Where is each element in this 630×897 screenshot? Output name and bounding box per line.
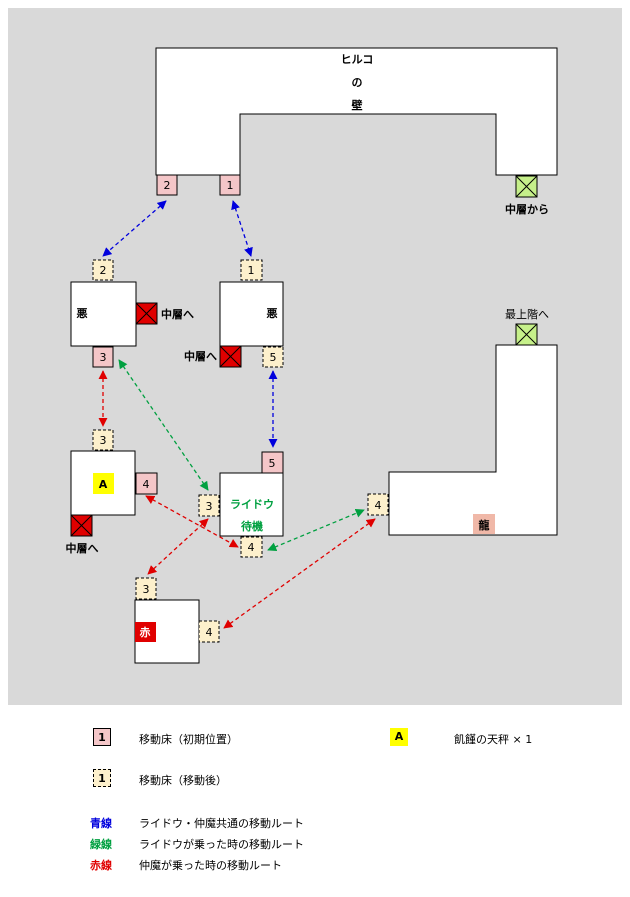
raidou-label-2: 待機 xyxy=(240,519,263,533)
wall-label-2: の xyxy=(352,76,363,89)
relic-marker[interactable] xyxy=(93,473,114,494)
legend-blue-key: 青線 xyxy=(90,817,112,830)
aku-room-2 xyxy=(219,281,284,347)
legend-red-text: 仲魔が乗った時の移動ルート xyxy=(139,859,282,872)
blue-route-1 xyxy=(231,200,253,257)
pad-4-relic-right-number: 4 xyxy=(143,478,150,491)
aku-room-1-label: 悪 xyxy=(77,307,88,320)
dragon-label: 龍 xyxy=(479,518,490,532)
pad-2-initial-number: 2 xyxy=(164,179,171,192)
legend-blue-text: ライドウ・仲魔共通の移動ルート xyxy=(139,817,304,830)
pad-4-dragon-number: 4 xyxy=(375,499,382,512)
to-mid-label-3: 中層へ xyxy=(66,541,99,555)
pad-3-raidou-left-number: 3 xyxy=(206,500,213,513)
pad-4-red-right[interactable] xyxy=(198,620,220,643)
relic-label: A xyxy=(99,478,108,491)
to-mid-label-1: 中層へ xyxy=(161,307,194,321)
pad-3-red-top[interactable] xyxy=(135,577,157,600)
pad-5-aku2-number: 5 xyxy=(270,351,277,364)
legend-red-key: 赤線 xyxy=(90,859,112,872)
red-label: 赤 xyxy=(140,625,151,639)
legend-relic-swatch: A xyxy=(390,728,408,746)
legend-pad-moved-swatch: 1 xyxy=(93,769,111,787)
from-mid-label: 中層から xyxy=(505,202,549,216)
pad-1-initial[interactable] xyxy=(219,174,241,196)
pad-5-raidou-top[interactable] xyxy=(261,451,284,474)
green-route-3 xyxy=(118,359,209,491)
dragon-marker xyxy=(473,514,495,534)
to-mid-label-2: 中層へ xyxy=(184,349,217,363)
pad-3-red-top-number: 3 xyxy=(143,583,150,596)
pad-2-initial[interactable] xyxy=(156,174,178,196)
raidou-label-1: ライドウ xyxy=(230,498,274,511)
legend-relic-text: 飢饉の天秤 × 1 xyxy=(454,733,533,746)
legend-green-text: ライドウが乗った時の移動ルート xyxy=(139,838,304,851)
dragon-room xyxy=(388,344,558,536)
pad-1-moved[interactable] xyxy=(240,259,263,281)
pad-5-aku2[interactable] xyxy=(262,346,284,368)
aku-room-1 xyxy=(70,281,137,347)
to-top-floor-label: 最上階へ xyxy=(505,307,549,321)
red-marker xyxy=(135,622,156,642)
pad-4-dragon[interactable] xyxy=(367,493,389,516)
pad-4-raidou-bottom-number: 4 xyxy=(248,541,255,554)
legend-green-key: 緑線 xyxy=(90,838,112,851)
wall-label-3: 壁 xyxy=(352,98,363,112)
legend-pad-initial-swatch: 1 xyxy=(93,728,111,746)
pad-1-moved-number: 1 xyxy=(248,264,255,277)
pad-3-relic-top[interactable] xyxy=(92,429,114,451)
pad-3-relic-top-number: 3 xyxy=(100,434,107,447)
pad-2-moved[interactable] xyxy=(92,259,114,281)
legend-pad-moved-text: 移動床（移動後） xyxy=(139,774,227,787)
red-route-4-dragon xyxy=(223,518,376,629)
pad-5-raidou-top-number: 5 xyxy=(269,457,276,470)
pad-4-red-right-number: 4 xyxy=(206,626,213,639)
hiruko-wall xyxy=(155,47,558,176)
pad-3-aku1-number: 3 xyxy=(100,351,107,364)
pad-2-moved-number: 2 xyxy=(100,264,107,277)
aku-room-2-label: 悪 xyxy=(267,307,278,320)
legend-pad-initial-text: 移動床（初期位置） xyxy=(139,733,238,746)
wall-label-1: ヒルコ xyxy=(341,53,374,66)
pad-3-aku1[interactable] xyxy=(92,346,114,368)
pad-1-initial-number: 1 xyxy=(227,179,234,192)
